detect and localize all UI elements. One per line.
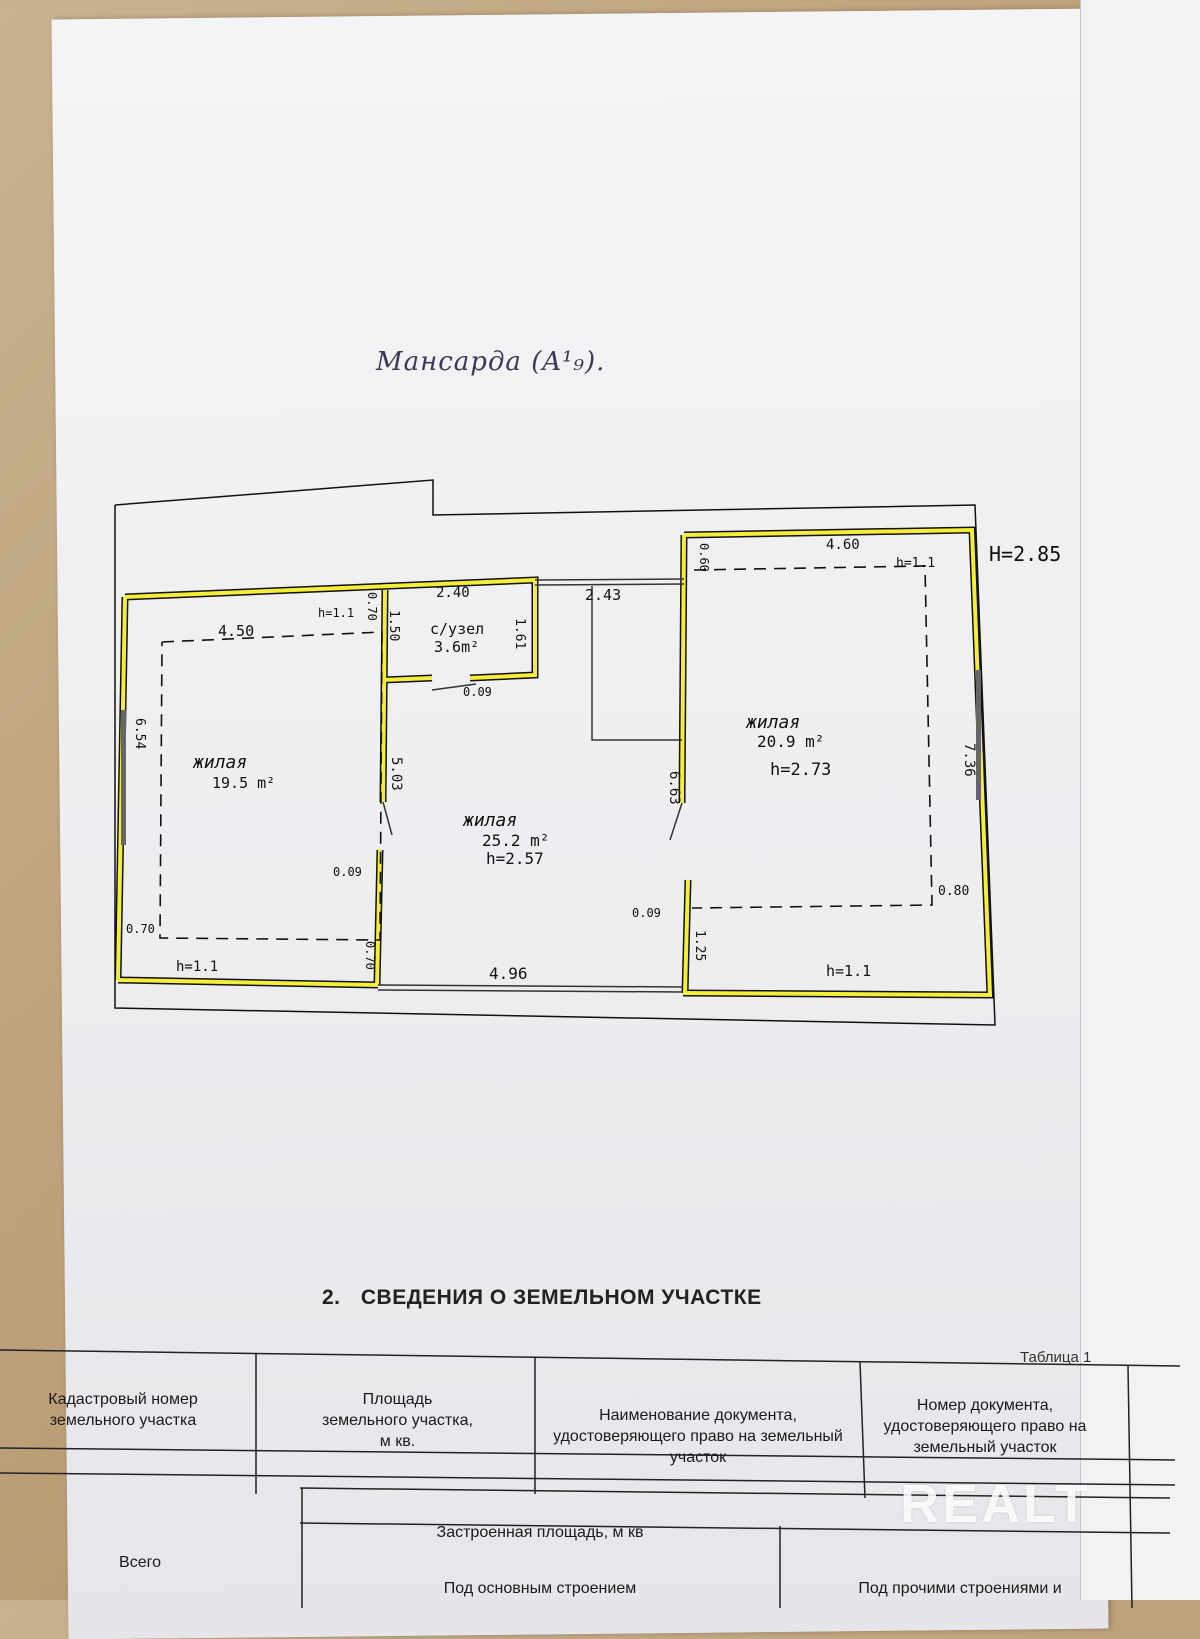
- section-number: 2.: [322, 1286, 341, 1309]
- section-heading: СВЕДЕНИЯ О ЗЕМЕЛЬНОМ УЧАСТКЕ: [360, 1286, 762, 1309]
- dim-4-96: 4.96: [489, 964, 528, 983]
- plan-title: Мансарда (A¹₉).: [376, 347, 606, 377]
- height-label: H=2.85: [989, 542, 1061, 566]
- window-right: [976, 670, 981, 800]
- window-left: [121, 710, 126, 845]
- header-doc-name: Наименование документа, удостоверяющего …: [553, 1407, 843, 1466]
- floor-plan: жилая 19.5 m² с/узел 3.6m² жилая 25.2 m²…: [114, 479, 1061, 1026]
- dim-1-25: 1.25: [692, 930, 707, 961]
- room1-area: 19.5 m²: [212, 774, 275, 792]
- dim-0-60: 0.60: [697, 543, 711, 572]
- table-label: Таблица 1: [1020, 1349, 1092, 1366]
- header-cadastral: Кадастровый номер земельного участка: [48, 1391, 198, 1429]
- realt-watermark: REALT: [900, 1474, 1091, 1534]
- second-sheet-edge: [1080, 0, 1200, 1600]
- room3-name: жилая: [462, 810, 517, 831]
- section-title: 2. СВЕДЕНИЯ О ЗЕМЕЛЬНОМ УЧАСТКЕ: [322, 1286, 762, 1310]
- dim-6-63: 6.63: [666, 771, 682, 805]
- dim-h-1-1-b: h=1.1: [176, 959, 218, 975]
- dim-0-09-a: 0.09: [463, 685, 492, 699]
- room4-name: жилая: [745, 712, 800, 733]
- openings: [377, 578, 685, 993]
- plan-outline: [114, 479, 996, 1026]
- room1-name: жилая: [192, 752, 247, 773]
- dim-0-70-a: 0.70: [365, 592, 379, 621]
- dim-7-36: 7.36: [961, 743, 977, 777]
- header-area: Площадь земельного участка, м кв.: [322, 1391, 473, 1450]
- walls-outline: [114, 526, 994, 999]
- dim-0-70-c: 0.70: [363, 941, 377, 970]
- room4-height: h=2.73: [770, 760, 831, 780]
- room2-name: с/узел: [430, 620, 484, 638]
- header-doc-number: Номер документа, удостоверяющего право н…: [883, 1397, 1087, 1456]
- dim-1-50: 1.50: [386, 610, 401, 641]
- dim-h-1-1-a: h=1.1: [318, 606, 354, 620]
- room3-area: 25.2 m²: [482, 831, 549, 850]
- dim-2-43: 2.43: [585, 586, 621, 604]
- built-area-label: Застроенная площадь, м кв: [436, 1524, 644, 1541]
- main-building-label: Под основным строением: [443, 1580, 637, 1597]
- other-buildings-label: Под прочими строениями и: [858, 1580, 1062, 1597]
- dim-4-60: 4.60: [826, 537, 860, 553]
- dim-2-40: 2.40: [436, 585, 470, 601]
- dim-0-09-c: 0.09: [632, 906, 661, 920]
- room3-height: h=2.57: [486, 849, 544, 868]
- dim-5-03: 5.03: [388, 757, 404, 791]
- dim-6-54: 6.54: [132, 718, 147, 749]
- room2-area: 3.6m²: [434, 638, 479, 656]
- dim-1-61: 1.61: [512, 618, 527, 649]
- dim-h-1-1-d: h=1.1: [826, 962, 871, 980]
- land-table-grid: [0, 1349, 1180, 1608]
- dim-h-1-1-c: h=1.1: [896, 556, 935, 571]
- low-height-lines: [159, 565, 933, 941]
- room4-area: 20.9 m²: [757, 732, 824, 751]
- dim-0-80: 0.80: [938, 884, 969, 899]
- walls-fill: [116, 527, 993, 998]
- dim-0-09-b: 0.09: [333, 865, 362, 879]
- dim-4-50: 4.50: [218, 622, 254, 640]
- dim-0-70-b: 0.70: [126, 922, 155, 936]
- total-label: Всего: [119, 1554, 161, 1571]
